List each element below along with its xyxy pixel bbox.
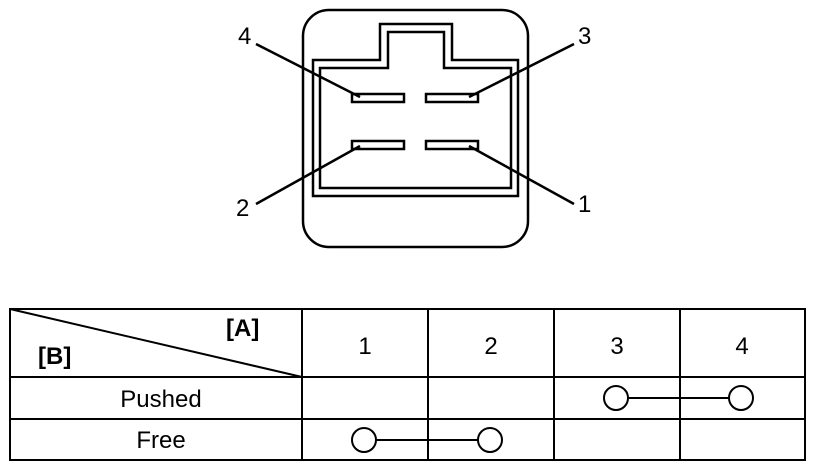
table-border	[9, 308, 806, 461]
row-label-pushed: Pushed	[120, 386, 201, 413]
column-header-2: 2	[484, 333, 497, 360]
leader-line-2	[255, 144, 361, 206]
connector-housing	[301, 8, 530, 249]
continuity-circle	[603, 385, 629, 411]
leader-line-1	[468, 144, 575, 206]
continuity-circle	[728, 385, 754, 411]
connector-socket-outer	[311, 22, 520, 198]
continuity-table	[9, 308, 806, 461]
terminal-1	[424, 139, 480, 151]
continuity-circle	[477, 427, 503, 453]
pin-label-4: 4	[238, 23, 251, 50]
terminal-2	[350, 139, 406, 151]
column-header-1: 1	[358, 333, 371, 360]
connector-drawing	[255, 8, 575, 249]
terminal-4	[350, 92, 406, 104]
continuity-free	[351, 427, 503, 453]
connector-socket-inner	[318, 30, 513, 190]
pin-label-2: 2	[236, 195, 249, 222]
pin-label-3: 3	[578, 23, 591, 50]
continuity-circle	[351, 427, 377, 453]
corner-diagonal	[9, 308, 303, 378]
corner-label-a: [A]	[226, 315, 259, 342]
leader-line-3	[468, 42, 575, 99]
column-header-4: 4	[735, 333, 748, 360]
row-label-free: Free	[136, 427, 185, 454]
corner-label-b: [B]	[38, 343, 71, 370]
leader-line-4	[255, 42, 361, 99]
pin-label-1: 1	[578, 191, 591, 218]
terminal-3	[424, 92, 480, 104]
column-header-3: 3	[610, 333, 623, 360]
continuity-pushed	[603, 385, 754, 411]
